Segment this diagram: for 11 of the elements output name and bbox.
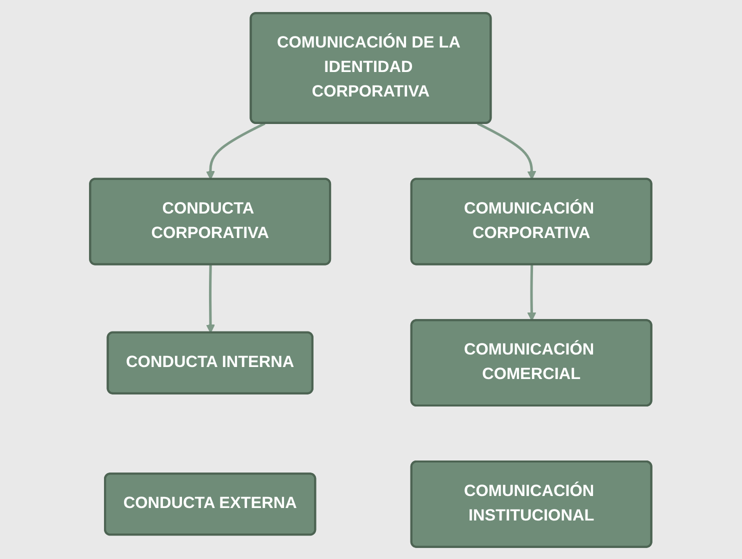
arrow <box>206 264 216 333</box>
arrow <box>206 122 266 180</box>
arrow <box>528 264 536 321</box>
arrow <box>477 122 536 180</box>
process-box: CONDUCTA INTERNA <box>107 330 314 394</box>
process-box: CONDUCTA EXTERNA <box>104 472 316 536</box>
process-box: COMUNICACIÓN COMERCIAL <box>410 318 653 406</box>
process-box: COMUNICACIÓN DE LA IDENTIDAD CORPORATIVA <box>250 12 492 124</box>
process-box: COMUNICACIÓN CORPORATIVA <box>410 177 653 265</box>
process-box: COMUNICACIÓN INSTITUCIONAL <box>410 460 653 548</box>
process-box: CONDUCTA CORPORATIVA <box>89 177 332 265</box>
